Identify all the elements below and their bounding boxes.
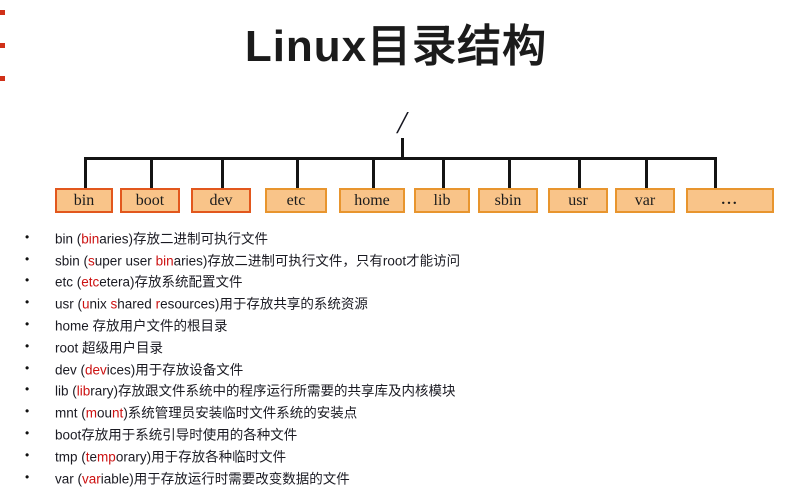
list-item: • var (variable)用于存放运行时需要改变数据的文件: [0, 467, 792, 489]
list-item: • mnt (mount)系统管理员安装临时文件系统的安装点: [0, 401, 792, 423]
tree-root-connector: [401, 138, 404, 157]
list-item-text: tmp (temporary)用于存放各种临时文件: [55, 449, 287, 465]
tree-node-dev: dev: [191, 188, 251, 213]
list-item: • dev (devices)用于存放设备文件: [0, 358, 792, 380]
list-item-text: var (variable)用于存放运行时需要改变数据的文件: [55, 471, 350, 487]
tree-node-etc: etc: [265, 188, 327, 213]
tree-horizontal-connector: [84, 157, 717, 160]
left-edge-mark: [0, 43, 5, 48]
bullet-marker: •: [25, 229, 30, 244]
list-item-text: bin (binaries)存放二进制可执行文件: [55, 231, 269, 247]
list-item: • tmp (temporary)用于存放各种临时文件: [0, 445, 792, 467]
directory-legend-list: • bin (binaries)存放二进制可执行文件 • sbin (super us…: [0, 227, 792, 489]
list-item: • lib (library)存放跟文件系统中的程序运行所需要的共享库及内核模块: [0, 380, 792, 402]
tree-node-var: var: [615, 188, 675, 213]
page-title: Linux目录结构: [244, 22, 548, 71]
list-item-text: home 存放用户文件的根目录: [55, 318, 228, 334]
tree-drop-connector: [645, 157, 648, 188]
list-item-text: root 超级用户目录: [55, 340, 164, 356]
left-edge-mark: [0, 76, 5, 81]
bullet-marker: •: [25, 273, 30, 288]
bullet-marker: •: [25, 295, 30, 310]
list-item: • usr (unix shared resources)用于存放共享的系统资源: [0, 292, 792, 314]
tree-drop-connector: [714, 157, 717, 188]
list-item: • etc (etcetera)存放系统配置文件: [0, 271, 792, 293]
tree-drop-connector: [508, 157, 511, 188]
list-item-text: etc (etcetera)存放系统配置文件: [55, 275, 243, 291]
tree-node-lib: lib: [414, 188, 470, 213]
bullet-marker: •: [25, 447, 30, 462]
tree-node-bin: bin: [55, 188, 113, 213]
left-edge-mark: [0, 10, 5, 15]
list-item-text: dev (devices)用于存放设备文件: [55, 362, 244, 378]
tree-drop-connector: [150, 157, 153, 188]
tree-node-sbin: sbin: [478, 188, 538, 213]
bullet-marker: •: [25, 469, 30, 484]
list-item-text: lib (library)存放跟文件系统中的程序运行所需要的共享库及内核模块: [55, 384, 456, 400]
bullet-marker: •: [25, 316, 30, 331]
tree-node-home: home: [339, 188, 405, 213]
tree-drop-connector: [296, 157, 299, 188]
list-item: • root 超级用户目录: [0, 336, 792, 358]
tree-drop-connector: [221, 157, 224, 188]
list-item: • sbin (super user binaries)存放二进制可执行文件，只有…: [0, 249, 792, 271]
bullet-marker: •: [25, 338, 30, 353]
tree-drop-connector: [84, 157, 87, 188]
list-item: • home 存放用户文件的根目录: [0, 314, 792, 336]
tree-drop-connector: [372, 157, 375, 188]
tree-root-node: /: [397, 104, 407, 140]
list-item-text: boot存放用于系统引导时使用的各种文件: [55, 427, 298, 443]
bullet-marker: •: [25, 360, 30, 375]
tree-node-boot: boot: [120, 188, 180, 213]
bullet-marker: •: [25, 404, 30, 419]
list-item: • boot存放用于系统引导时使用的各种文件: [0, 423, 792, 445]
tree-drop-connector: [578, 157, 581, 188]
tree-node-ellipsis: ...: [686, 188, 774, 213]
tree-node-usr: usr: [548, 188, 608, 213]
list-item-text: mnt (mount)系统管理员安装临时文件系统的安装点: [55, 405, 358, 421]
list-item-text: sbin (super user binaries)存放二进制可执行文件，只有r…: [55, 253, 461, 269]
bullet-marker: •: [25, 382, 30, 397]
bullet-marker: •: [25, 425, 30, 440]
bullet-marker: •: [25, 251, 30, 266]
list-item-text: usr (unix shared resources)用于存放共享的系统资源: [55, 296, 368, 312]
list-item: • bin (binaries)存放二进制可执行文件: [0, 227, 792, 249]
tree-drop-connector: [442, 157, 445, 188]
